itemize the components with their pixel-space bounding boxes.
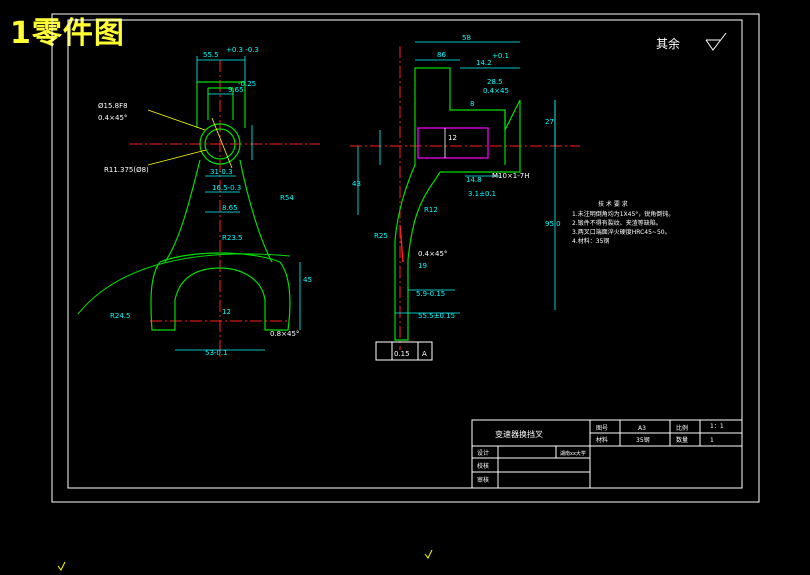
dim-top: 58 xyxy=(462,34,471,42)
side-outline xyxy=(394,67,521,341)
left-leaders xyxy=(147,109,233,169)
tb-design: 设计 xyxy=(477,449,489,457)
note-line-2: 2.锻件不得有裂纹、夹渣等缺陷。 xyxy=(572,219,662,227)
tech-notes: 技 术 要 求 1.未注明倒角均为1X45°，锐角倒钝。 2.锻件不得有裂纹、夹… xyxy=(572,200,674,245)
dim-43: 43 xyxy=(352,180,361,188)
dim-55: 55.5±0.15 xyxy=(418,312,455,320)
check-mark-icon xyxy=(57,561,66,571)
dim-28: 28.5 xyxy=(487,78,503,86)
tb-sheet-value: A3 xyxy=(638,425,646,432)
outer-border xyxy=(51,13,760,503)
tb-qty-value: 1 xyxy=(710,437,714,444)
dim-radius: R11.375(Ø8) xyxy=(104,166,149,174)
page-heading: 1零件图 xyxy=(10,16,125,51)
dim-top-width: 55.5 xyxy=(203,51,219,59)
roughness-symbol-icon xyxy=(705,32,727,51)
thread-bore xyxy=(417,127,489,159)
dim-fork-width: 53-0.1 xyxy=(205,349,228,357)
dim-slot: 9.65 xyxy=(228,86,244,94)
datum-ref: A xyxy=(422,350,427,358)
tb-check: 校核 xyxy=(477,462,489,470)
note-line-3: 3.两叉口端面淬火硬度HRC45~50。 xyxy=(572,228,671,236)
note-line-4: 4.材料：35钢 xyxy=(572,237,609,245)
notes-title: 技 术 要 求 xyxy=(598,200,628,208)
inner-border xyxy=(67,19,743,489)
tb-scale-value: 1：1 xyxy=(710,423,724,430)
tb-material-label: 材料 xyxy=(596,436,608,444)
dim-w2: 16.5-0.3 xyxy=(212,184,241,192)
dim-m10: M10×1-7H xyxy=(492,172,530,180)
dim-86: 86 xyxy=(437,51,446,59)
fork-outline xyxy=(150,81,291,331)
tb-scale-label: 比例 xyxy=(676,424,688,432)
blank-arc xyxy=(77,253,291,315)
left-view: 55.5 +0.3 -0.3 9.65 -0.25 Ø15.8F8 0.4×45… xyxy=(77,46,320,360)
dim-3: 3.1±0.1 xyxy=(468,190,496,198)
dim-top-tol: +0.3 -0.3 xyxy=(226,46,259,54)
dim-fork-radius: R24.5 xyxy=(110,312,130,320)
dim-28-tol: 0.4×45 xyxy=(483,87,509,95)
dim-59: 5.9-0.15 xyxy=(416,290,445,298)
dim-chamfer: 0.4×45° xyxy=(98,114,127,122)
dim-right-chamfer: 0.4×45° xyxy=(418,250,447,258)
dim-19: 19 xyxy=(418,262,427,270)
right-view: 58 86 14.2 +0.1 28.5 0.4×45 8 12 43 M10×… xyxy=(350,34,580,361)
dim-w3: 8.65 xyxy=(222,204,238,212)
left-dim-lines xyxy=(175,56,301,351)
title-block xyxy=(471,419,743,489)
datum-box: 0.15 A xyxy=(375,341,433,361)
dim-height-45: 45 xyxy=(303,276,312,284)
datum-value: 0.15 xyxy=(394,350,410,358)
note-line-1: 1.未注明倒角均为1X45°，锐角倒钝。 xyxy=(572,210,674,218)
dim-slot-tol: -0.25 xyxy=(238,80,256,88)
dim-hole: Ø15.8F8 xyxy=(98,102,128,110)
dim-r1: R23.5 xyxy=(222,234,242,242)
tb-qty-label: 数量 xyxy=(676,436,688,444)
dim-14: 14.2 xyxy=(476,59,492,67)
dim-8: 8 xyxy=(470,100,474,108)
surface-finish-label: 其余 xyxy=(656,36,680,51)
dim-14-8: 14.8 xyxy=(466,176,482,184)
tb-sheet-label: 图号 xyxy=(596,425,608,432)
dim-14-tol: +0.1 xyxy=(492,52,509,60)
dim-r25: R25 xyxy=(374,232,388,240)
dim-r2: R54 xyxy=(280,194,294,202)
slot-mark xyxy=(399,224,404,263)
dim-27: 27 xyxy=(545,118,554,126)
dim-12: 12 xyxy=(448,134,457,142)
dim-r12: R12 xyxy=(424,206,438,214)
tb-material-value: 35钢 xyxy=(636,436,650,444)
dim-w1: 31-0.3 xyxy=(210,168,233,176)
dim-slot-12: 12 xyxy=(222,308,231,316)
tb-school: 湖南xx大学 xyxy=(560,450,586,457)
dim-chamfer-2: 0.8×45° xyxy=(270,330,299,338)
right-dim-lines xyxy=(357,41,556,314)
check-mark-icon xyxy=(424,549,433,559)
tb-part-name: 变速器换挡叉 xyxy=(495,429,543,439)
tb-review: 审核 xyxy=(477,476,489,484)
dim-950: 95.0 xyxy=(545,220,561,228)
